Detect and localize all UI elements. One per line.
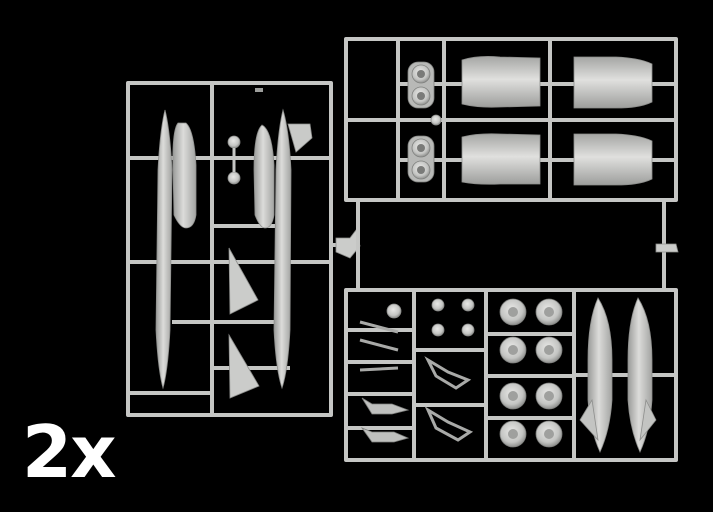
- left-sprue-parts: [155, 88, 361, 399]
- top-right-sprue-parts: [407, 56, 679, 253]
- multiplier-label: 2x: [22, 410, 117, 494]
- bottom-right-sprue-parts: [359, 297, 657, 453]
- bottom-right-sprue: [344, 288, 678, 462]
